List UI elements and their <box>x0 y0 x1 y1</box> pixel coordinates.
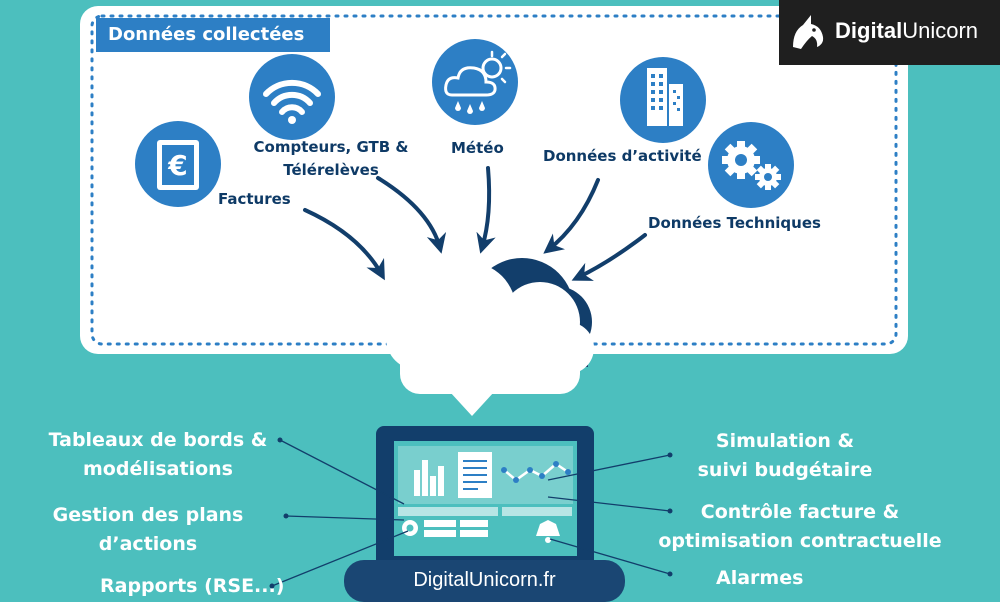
label-tableaux: Tableaux de bords & modélisations <box>48 429 268 480</box>
label-activite: Données d’activité <box>543 147 702 165</box>
dashboard-monitor-icon <box>376 426 594 600</box>
monitor-document <box>458 452 492 498</box>
brand-name-bold: Digital <box>835 18 903 43</box>
section-title: Données collectées <box>96 18 330 52</box>
arrow-activite <box>543 178 600 254</box>
label-rapports: Rapports (RSE...) <box>100 575 285 597</box>
footer-url[interactable]: DigitalUnicorn.fr <box>344 560 625 602</box>
cloud-rain-sun-icon <box>432 39 518 125</box>
svg-text:€: € <box>167 149 187 182</box>
label-simulation: Simulation & suivi budgétaire <box>697 430 873 481</box>
label-techniques: Données Techniques <box>648 214 821 232</box>
arrow-factures <box>303 208 385 281</box>
wifi-icon <box>249 54 335 140</box>
cloud-icon <box>386 258 594 416</box>
label-alarmes: Alarmes <box>716 567 804 589</box>
arrow-meteo <box>476 166 496 254</box>
arrow-techniques <box>571 233 647 281</box>
gears-icon <box>708 122 794 208</box>
label-compteurs: Compteurs, GTB & Télérelèves <box>253 138 409 179</box>
euro-receipt-icon: € <box>135 121 221 207</box>
monitor-lower-widgets <box>398 507 572 543</box>
brand-logo: DigitalUnicorn <box>779 0 1000 65</box>
monitor-line-graph <box>501 461 571 483</box>
label-meteo: Météo <box>451 139 504 157</box>
arrow-compteurs <box>376 176 447 254</box>
label-factures: Factures <box>218 190 291 208</box>
label-controle: Contrôle facture & optimisation contract… <box>658 501 942 552</box>
label-gestion: Gestion des plans d’actions <box>52 504 244 555</box>
buildings-icon <box>620 57 706 143</box>
unicorn-logo-icon <box>793 15 824 49</box>
brand-name-regular: Unicorn <box>902 18 979 43</box>
monitor-bar-chart <box>414 460 444 496</box>
